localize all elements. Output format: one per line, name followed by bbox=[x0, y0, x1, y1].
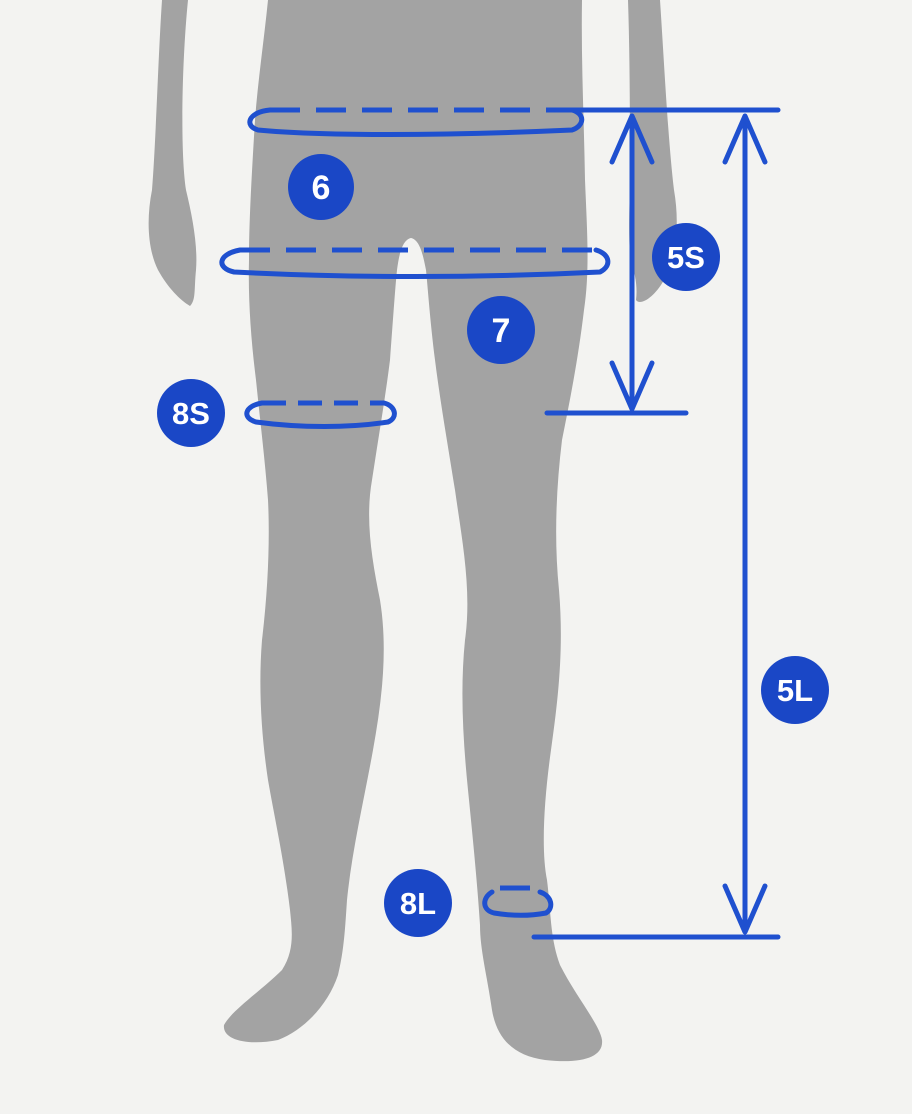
right-hand bbox=[628, 0, 677, 302]
badge-leg-length-label: 5L bbox=[777, 673, 813, 708]
rise-length-marker bbox=[544, 107, 781, 416]
left-hand bbox=[148, 0, 197, 306]
leg-length-marker bbox=[531, 113, 781, 940]
waist-circumference-marker bbox=[247, 107, 585, 137]
badge-ankle: 8L bbox=[384, 869, 452, 937]
badge-rise-length-label: 5S bbox=[667, 240, 705, 275]
badge-waist: 6 bbox=[288, 154, 354, 220]
badge-hip: 7 bbox=[467, 296, 535, 364]
badge-leg-length: 5L bbox=[761, 656, 829, 724]
badge-ankle-label: 8L bbox=[400, 886, 436, 921]
body-silhouette bbox=[223, 0, 603, 1062]
thigh-circumference-marker bbox=[244, 400, 397, 429]
measurement-markings bbox=[219, 107, 781, 940]
badge-rise-length: 5S bbox=[652, 223, 720, 291]
badge-hip-label: 7 bbox=[492, 312, 511, 350]
badge-thigh-label: 8S bbox=[172, 396, 210, 431]
badge-waist-label: 6 bbox=[312, 169, 331, 207]
badge-thigh: 8S bbox=[157, 379, 225, 447]
mannequin-figure bbox=[148, 0, 677, 1062]
ankle-circumference-marker bbox=[482, 885, 554, 918]
hip-circumference-marker bbox=[219, 247, 611, 279]
